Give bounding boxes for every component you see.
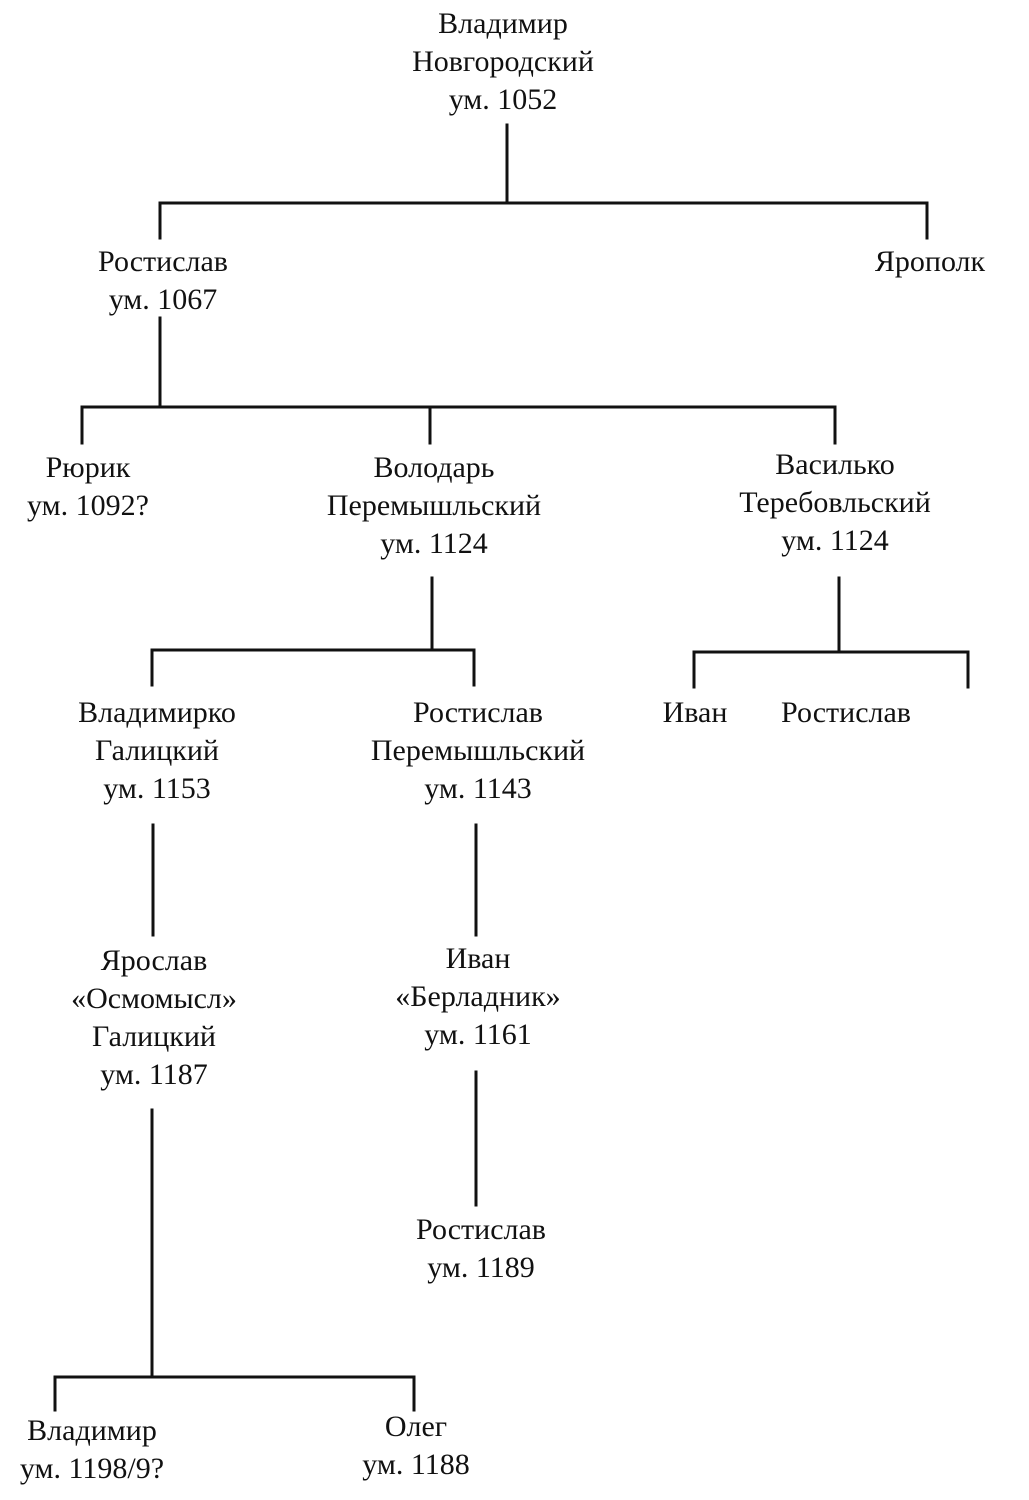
person-death: ум. 1161 [424, 1018, 532, 1051]
person-death: ум. 1188 [362, 1448, 470, 1481]
person-death: ум. 1143 [424, 772, 532, 805]
person-name: Владимирко [78, 696, 236, 729]
person-title: Галицкий [95, 734, 219, 767]
person-death: ум. 1052 [448, 83, 558, 116]
person-name: Олег [384, 1410, 448, 1443]
person-rostislav-peremyshl: Ростислав Перемышльский ум. 1143 [318, 694, 638, 808]
person-rostislav-vasilkovich: Ростислав [686, 694, 1006, 732]
person-vladimirko: Владимирко Галицкий ум. 1153 [0, 694, 317, 808]
person-name: Володарь [373, 451, 495, 484]
person-death: ум. 1187 [100, 1058, 208, 1091]
person-death: ум. 1124 [380, 527, 488, 560]
person-name: Ростислав [98, 245, 228, 278]
person-death: ум. 1092? [27, 489, 149, 522]
person-death: ум. 1067 [108, 283, 218, 316]
person-death: ум. 1198/9? [19, 1452, 165, 1485]
person-name: Иван [445, 942, 511, 975]
person-name: Владимир [27, 1414, 157, 1447]
person-name: Василько [775, 448, 895, 481]
person-rostislav-1067: Ростислав ум. 1067 [3, 243, 323, 319]
person-yaroslav-osmomysl: Ярослав «Осмомысл» Галицкий ум. 1187 [0, 942, 314, 1094]
person-title: Теребовльский [739, 486, 931, 519]
person-ryurik: Рюрик ум. 1092? [0, 449, 248, 525]
person-name: Рюрик [45, 451, 131, 484]
person-vladimir-1198: Владимир ум. 1198/9? [0, 1412, 252, 1488]
person-ivan-vasilkovich: Иван [535, 694, 855, 732]
person-vladimir-novgorodsky: Владимир Новгородский ум. 1052 [343, 5, 663, 119]
person-nickname: «Осмомысл» [71, 982, 237, 1015]
person-name: Владимир [438, 7, 568, 40]
person-title: Новгородский [412, 45, 594, 78]
person-death: ум. 1153 [103, 772, 211, 805]
person-title: Перемышльский [370, 734, 586, 767]
person-name: Ярослав [100, 944, 208, 977]
person-vasilko: Василько Теребовльский ум. 1124 [675, 446, 995, 560]
person-name: Ярополк [874, 245, 986, 278]
person-name: Ростислав [413, 696, 543, 729]
person-death: ум. 1124 [781, 524, 889, 557]
person-death: ум. 1189 [427, 1251, 535, 1284]
person-nickname: «Берладник» [395, 980, 561, 1013]
person-oleg-1188: Олег ум. 1188 [256, 1408, 576, 1484]
person-rostislav-1189: Ростислав ум. 1189 [321, 1211, 641, 1287]
person-ivan-berladnik: Иван «Берладник» ум. 1161 [318, 940, 638, 1054]
person-yaropolk: Ярополк [770, 243, 1029, 281]
person-name: Ростислав [416, 1213, 546, 1246]
person-name: Ростислав [781, 696, 911, 729]
person-title: Галицкий [92, 1020, 216, 1053]
person-name: Иван [662, 696, 728, 729]
person-volodar: Володарь Перемышльский ум. 1124 [274, 449, 594, 563]
person-title: Перемышльский [326, 489, 542, 522]
